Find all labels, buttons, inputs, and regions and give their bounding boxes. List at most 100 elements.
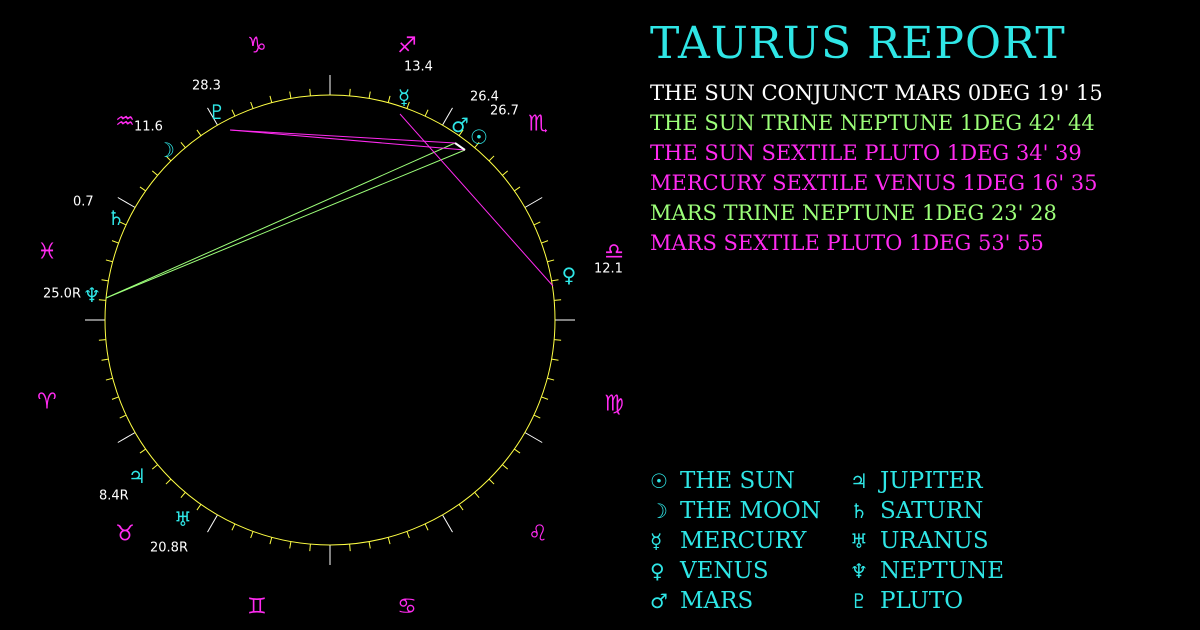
aspect-item: THE SUN CONJUNCT MARS 0DEG 19' 15 (650, 81, 1103, 105)
degree-tick (98, 339, 106, 341)
degree-tick (458, 504, 464, 511)
degree-ticks (85, 75, 575, 565)
jupiter-icon: ♃ (128, 464, 146, 488)
libra-icon: ♎ (604, 240, 624, 265)
degree-tick (250, 101, 254, 109)
degree-tick (349, 88, 351, 96)
degree-tick (309, 544, 311, 552)
degree-tick (547, 377, 555, 381)
mars-degree-label: 26.7 (490, 104, 519, 119)
leo-icon: ♌ (528, 522, 548, 547)
capricorn-icon: ♑ (247, 34, 267, 59)
neptune-icon: ♆ (83, 283, 101, 307)
neptune-degree-label: 25.0R (43, 287, 81, 302)
degree-tick (151, 464, 158, 470)
sign-boundary-tick (207, 514, 218, 533)
degree-tick (151, 170, 158, 176)
cancer-icon: ♋ (397, 595, 417, 620)
degree-tick (101, 279, 109, 282)
moon-degree-label: 11.6 (134, 120, 163, 135)
degree-tick (119, 221, 127, 226)
mars-icon: ♂ (451, 113, 469, 137)
legend-label: MARS (680, 588, 754, 614)
sign-boundary-tick (524, 432, 543, 443)
legend-label: VENUS (680, 558, 769, 584)
legend-item-saturn: ♄ SATURN (850, 496, 1030, 526)
degree-tick (196, 504, 202, 511)
pluto-icon: ♇ (208, 100, 226, 124)
legend-label: PLUTO (880, 588, 964, 614)
legend-label: SATURN (880, 498, 984, 524)
degree-tick (139, 186, 146, 192)
degree-tick (98, 299, 106, 301)
sign-glyphs: ♑ ♐ ♏ ♎ ♍ ♌ ♋ ♊ ♉ ♈ ♓ ♒ (37, 34, 624, 620)
sagittarius-point-degree-label: 13.4 (404, 60, 433, 75)
aspect-list: THE SUN CONJUNCT MARS 0DEG 19' 15 THE SU… (650, 78, 1103, 258)
aspect-line-sun-mars-conjunct (454, 142, 466, 151)
jupiter-icon: ♃ (850, 469, 868, 493)
legend-label: NEPTUNE (880, 558, 1005, 584)
scorpio-icon: ♏ (528, 112, 548, 137)
degree-tick (474, 141, 480, 148)
degree-tick (101, 358, 109, 361)
pluto-icon: ♇ (850, 589, 868, 613)
legend-label: THE MOON (680, 498, 821, 524)
legend-label: MERCURY (680, 528, 807, 554)
degree-tick (387, 95, 391, 103)
uranus-icon: ♅ (174, 507, 192, 531)
degree-tick (488, 155, 495, 162)
degree-tick (514, 186, 521, 192)
venus-icon: ♀ (562, 263, 577, 287)
degree-tick (387, 537, 391, 545)
legend-item-venus: ♀VENUS (650, 556, 850, 586)
degree-tick (165, 155, 172, 162)
degree-tick (231, 109, 236, 117)
degree-tick (105, 377, 113, 381)
mercury-icon: ☿ (398, 85, 410, 109)
degree-tick (368, 91, 371, 99)
degree-tick (111, 240, 119, 244)
legend-item-pluto: ♇ PLUTO (850, 586, 1030, 616)
degree-tick (119, 414, 127, 419)
degree-tick (269, 95, 273, 103)
aspect-line-sun-pluto-sextile (229, 129, 466, 151)
degree-tick (165, 478, 172, 485)
degree-tick (533, 221, 541, 226)
degree-tick (180, 492, 186, 499)
degree-tick (541, 396, 549, 400)
sign-boundary-tick (442, 514, 453, 533)
degree-tick (458, 129, 464, 136)
degree-tick (139, 448, 146, 454)
degree-tick (250, 531, 254, 539)
legend-item-neptune: ♆NEPTUNE (850, 556, 1030, 586)
saturn-icon: ♄ (850, 499, 868, 523)
sign-boundary-tick (117, 432, 136, 443)
degree-tick (349, 544, 351, 552)
degree-tick (551, 279, 559, 282)
sign-boundary-tick (524, 197, 543, 208)
sun-icon: ☉ (470, 125, 488, 149)
degree-tick (424, 109, 429, 117)
degree-tick (551, 358, 559, 361)
sign-boundary-tick (442, 107, 453, 126)
legend-label: JUPITER (880, 468, 983, 494)
degree-tick (269, 537, 273, 545)
degree-tick (406, 531, 410, 539)
degree-labels: 26.7 26.4 13.4 28.3 11.6 0.7 25.0R 8.4R … (43, 60, 623, 556)
moon-icon: ☽ (157, 138, 175, 162)
planet-glyphs: ☉ ♂ ☿ ♐ ♇ ☽ ♄ ♆ ♃ ♅ ♀ (83, 85, 577, 531)
degree-tick (514, 448, 521, 454)
virgo-icon: ♍ (604, 392, 624, 417)
degree-tick (105, 259, 113, 263)
planet-legend: ☉THE SUN ☽THE MOON ☿MERCURY ♀VENUS ♂MARS… (650, 466, 1030, 616)
degree-tick (424, 523, 429, 531)
aspect-line-sun-neptune-trine (105, 149, 466, 299)
degree-tick (231, 523, 236, 531)
legend-item-moon: ☽THE MOON (650, 496, 850, 526)
degree-tick (196, 129, 202, 136)
gemini-icon: ♊ (247, 595, 267, 620)
sagittarius-icon: ♐ (397, 34, 417, 59)
legend-label: URANUS (880, 528, 989, 554)
zodiac-circle (104, 94, 556, 546)
pisces-icon: ♓ (37, 240, 57, 265)
